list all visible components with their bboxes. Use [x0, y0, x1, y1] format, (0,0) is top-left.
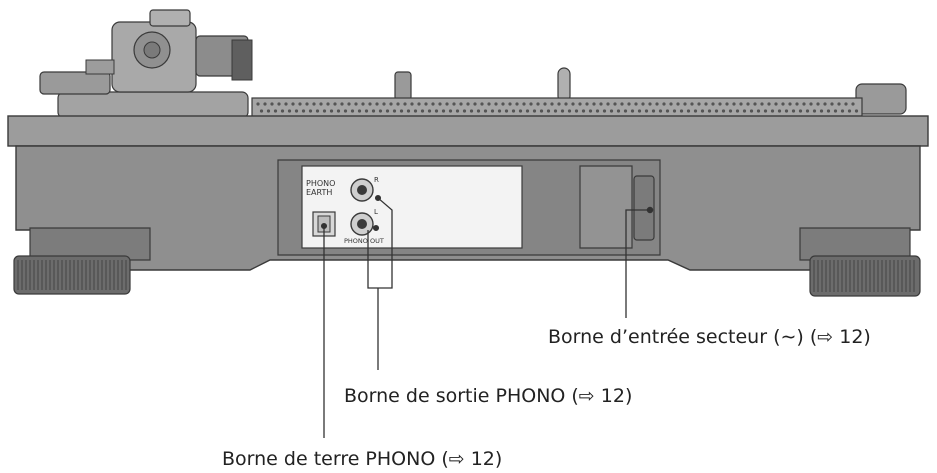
dust-cover-hinge-icon — [855, 83, 907, 115]
ac-in-callout: Borne d’entrée secteur (∼) (⇨ 12) — [548, 326, 871, 348]
ac-inlet-icon — [633, 175, 655, 241]
phono-out-right-jack-icon — [350, 178, 374, 202]
phono-out-callout: Borne de sortie PHONO (⇨ 12) — [344, 385, 633, 407]
top-plate — [7, 115, 929, 147]
channel-right-label: R — [374, 176, 379, 184]
platter-strobe-dots — [256, 102, 859, 113]
phono-earth-label-line2: EARTH — [306, 188, 332, 197]
platter-edge — [251, 97, 863, 119]
tonearm-assembly — [39, 9, 253, 119]
phono-earth-label-line1: PHONO — [306, 179, 335, 188]
centre-pin-icon — [557, 67, 571, 103]
ac-inlet-housing — [579, 165, 633, 249]
spindle-icon — [394, 71, 412, 101]
channel-left-label: L — [374, 208, 378, 216]
right-foot-knurling — [813, 260, 915, 292]
phono-out-left-jack-icon — [350, 212, 374, 236]
connector-panel — [301, 165, 523, 249]
left-foot-knurling — [17, 260, 127, 290]
phono-out-label: PHONO OUT — [344, 237, 384, 245]
leader-lines — [320, 194, 654, 438]
left-foot — [13, 227, 151, 295]
phono-earth-callout: Borne de terre PHONO (⇨ 12) — [222, 448, 503, 470]
